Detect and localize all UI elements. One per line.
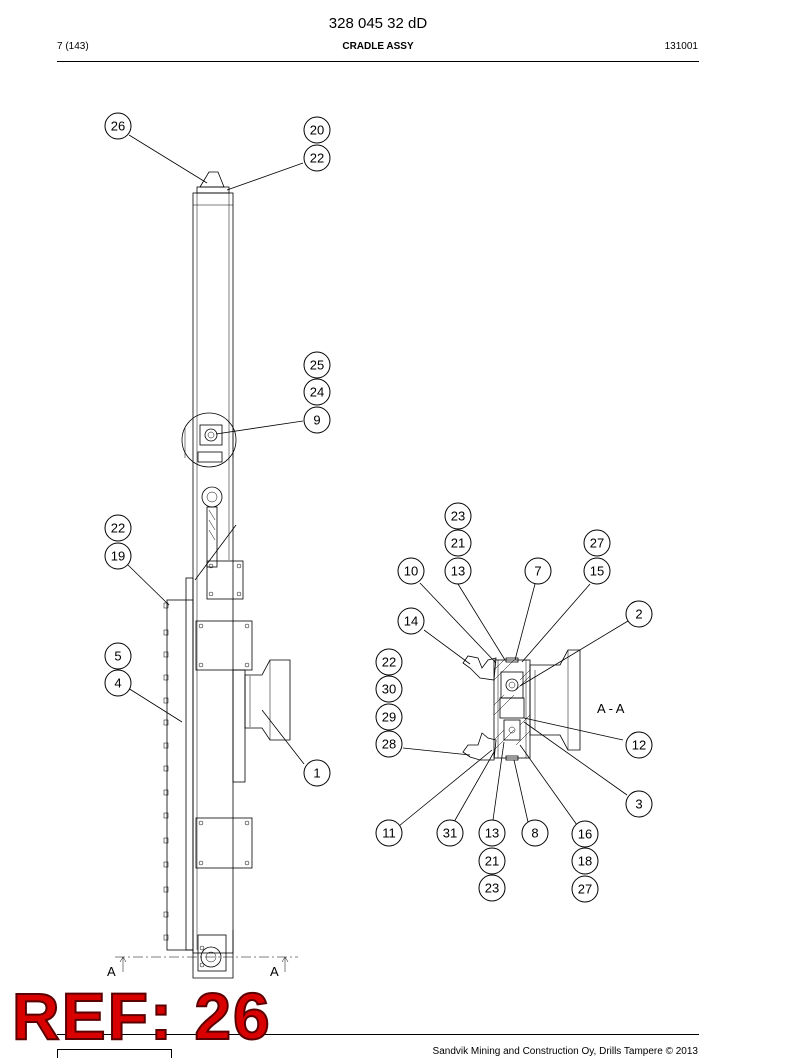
document-number: 328 045 32 dD xyxy=(328,15,428,32)
callout-19: 19 xyxy=(104,542,132,570)
callout-13-bottom: 13 xyxy=(478,819,506,847)
svg-text:18: 18 xyxy=(578,854,592,869)
callout-21-bottom: 21 xyxy=(478,847,506,875)
page-number: 7 (143) xyxy=(57,41,89,52)
svg-text:24: 24 xyxy=(310,385,324,400)
callout-9: 9 xyxy=(303,406,331,434)
svg-text:9: 9 xyxy=(313,413,320,428)
callout-5: 5 xyxy=(104,642,132,670)
callout-8: 8 xyxy=(521,819,549,847)
callout-22-section: 22 xyxy=(375,648,403,676)
callout-16: 16 xyxy=(571,820,599,848)
header-rule xyxy=(57,61,699,62)
callout-31: 31 xyxy=(436,819,464,847)
svg-text:10: 10 xyxy=(404,564,418,579)
svg-text:13: 13 xyxy=(451,564,465,579)
svg-text:23: 23 xyxy=(451,509,465,524)
callout-2: 2 xyxy=(625,600,653,628)
svg-text:21: 21 xyxy=(485,854,499,869)
callout-13-top: 13 xyxy=(444,557,472,585)
callout-23-bottom: 23 xyxy=(478,874,506,902)
svg-text:20: 20 xyxy=(310,123,324,138)
callout-27-top: 27 xyxy=(583,529,611,557)
svg-text:27: 27 xyxy=(590,536,604,551)
callout-22-left: 22 xyxy=(104,514,132,542)
lower-plate xyxy=(195,817,253,869)
footer-rule xyxy=(57,1034,699,1035)
top-cone-part xyxy=(199,171,225,188)
svg-text:14: 14 xyxy=(404,614,418,629)
detail-circle xyxy=(181,412,237,468)
svg-text:4: 4 xyxy=(114,676,121,691)
svg-text:21: 21 xyxy=(451,536,465,551)
svg-text:22: 22 xyxy=(382,655,396,670)
svg-text:26: 26 xyxy=(111,119,125,134)
svg-text:12: 12 xyxy=(632,738,646,753)
section-mark-left: A xyxy=(107,964,116,979)
callout-26: 26 xyxy=(104,112,132,140)
footer-copyright: Sandvik Mining and Construction Oy, Dril… xyxy=(432,1046,698,1057)
section-view-leaders xyxy=(398,582,629,827)
svg-text:25: 25 xyxy=(310,358,324,373)
svg-text:8: 8 xyxy=(531,826,538,841)
motor-hub xyxy=(244,659,291,741)
section-label: A - A xyxy=(597,701,625,716)
svg-text:19: 19 xyxy=(111,549,125,564)
svg-text:16: 16 xyxy=(578,827,592,842)
svg-text:13: 13 xyxy=(485,826,499,841)
callout-27-bottom: 27 xyxy=(571,875,599,903)
svg-text:22: 22 xyxy=(310,151,324,166)
callout-3: 3 xyxy=(625,790,653,818)
svg-text:2: 2 xyxy=(635,607,642,622)
section-view xyxy=(462,649,581,761)
callout-11: 11 xyxy=(375,819,403,847)
svg-text:3: 3 xyxy=(635,797,642,812)
callout-23-top: 23 xyxy=(444,502,472,530)
section-mark-right: A xyxy=(270,964,279,979)
svg-text:1: 1 xyxy=(313,766,320,781)
callout-21-top: 21 xyxy=(444,529,472,557)
callout-20: 20 xyxy=(303,116,331,144)
side-plate xyxy=(166,599,194,951)
svg-text:27: 27 xyxy=(578,882,592,897)
svg-text:28: 28 xyxy=(382,737,396,752)
side-view xyxy=(115,171,298,979)
sheet-title: CRADLE ASSY xyxy=(342,41,414,52)
callout-18: 18 xyxy=(571,847,599,875)
svg-text:29: 29 xyxy=(382,710,396,725)
callout-1: 1 xyxy=(303,759,331,787)
svg-text:7: 7 xyxy=(534,564,541,579)
side-view-leaders xyxy=(127,134,305,765)
callout-22: 22 xyxy=(303,144,331,172)
callout-30: 30 xyxy=(375,675,403,703)
svg-text:31: 31 xyxy=(443,826,457,841)
callout-10: 10 xyxy=(397,557,425,585)
svg-text:30: 30 xyxy=(382,682,396,697)
svg-text:15: 15 xyxy=(590,564,604,579)
callout-14: 14 xyxy=(397,607,425,635)
callout-4: 4 xyxy=(104,669,132,697)
callout-12: 12 xyxy=(625,731,653,759)
mid-plate xyxy=(195,620,253,671)
svg-text:11: 11 xyxy=(382,826,396,841)
callout-15: 15 xyxy=(583,557,611,585)
svg-text:22: 22 xyxy=(111,521,125,536)
reference-watermark: REF: 26 xyxy=(11,979,272,1053)
date-code: 131001 xyxy=(664,41,698,52)
svg-text:5: 5 xyxy=(114,649,121,664)
callout-29: 29 xyxy=(375,703,403,731)
callout-28: 28 xyxy=(375,730,403,758)
callout-25: 25 xyxy=(303,351,331,379)
callout-24: 24 xyxy=(303,378,331,406)
main-beam xyxy=(192,192,234,954)
svg-text:23: 23 xyxy=(485,881,499,896)
callout-7: 7 xyxy=(524,557,552,585)
